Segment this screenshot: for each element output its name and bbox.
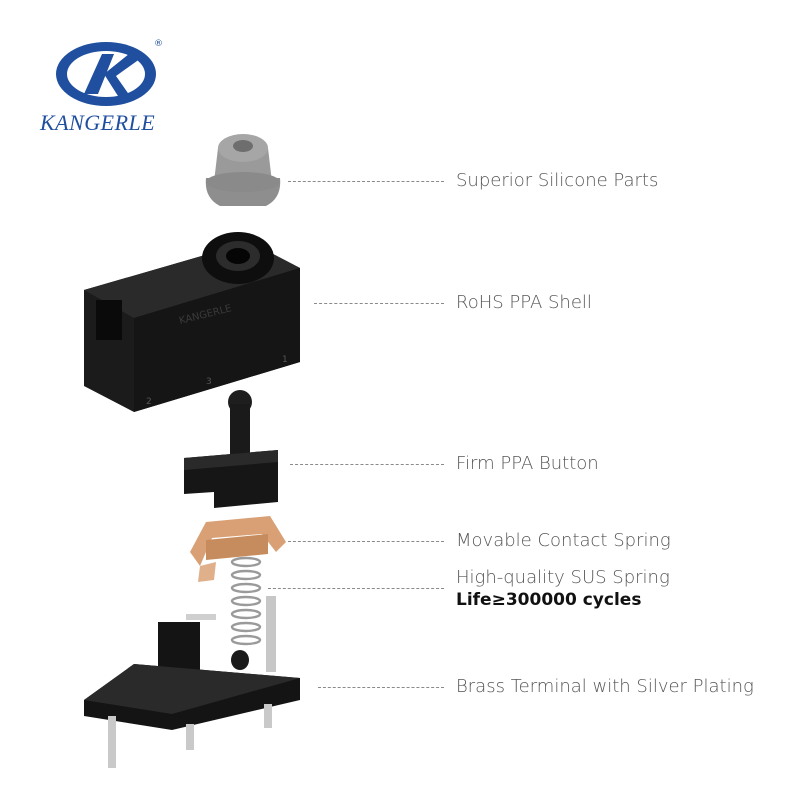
label-sus-spring: High-quality SUS Spring bbox=[456, 567, 670, 588]
silicone-cap-part bbox=[205, 134, 281, 206]
label-contact-spring: Movable Contact Spring bbox=[456, 530, 671, 551]
kangerle-logo-icon: ® bbox=[56, 39, 162, 106]
contact-spring-part bbox=[190, 516, 286, 582]
shell-marking-3: 3 bbox=[206, 377, 212, 387]
leader-line-shell bbox=[314, 303, 444, 304]
terminal-base-part bbox=[84, 596, 300, 768]
registered-mark: ® bbox=[154, 39, 162, 49]
label-ppa-button: Firm PPA Button bbox=[456, 453, 599, 474]
label-ppa-shell: RoHS PPA Shell bbox=[456, 292, 592, 313]
leader-line-button bbox=[290, 464, 444, 465]
shell-marking-1: 1 bbox=[282, 355, 288, 365]
brand-name: KANGERLE bbox=[40, 110, 156, 135]
leader-line-contact bbox=[288, 541, 444, 542]
shell-part: KANGERLE 2 3 1 bbox=[84, 232, 300, 412]
label-brass-terminal: Brass Terminal with Silver Plating bbox=[456, 676, 754, 697]
shell-marking-2: 2 bbox=[146, 397, 152, 407]
coil-spring-part bbox=[230, 556, 262, 646]
label-silicone-parts: Superior Silicone Parts bbox=[456, 170, 659, 191]
label-spring-life: Life≥300000 cycles bbox=[456, 590, 642, 610]
leader-line-terminal bbox=[318, 687, 444, 688]
button-part bbox=[184, 390, 278, 508]
leader-line-silicone bbox=[288, 181, 444, 182]
leader-line-spring bbox=[268, 588, 444, 589]
